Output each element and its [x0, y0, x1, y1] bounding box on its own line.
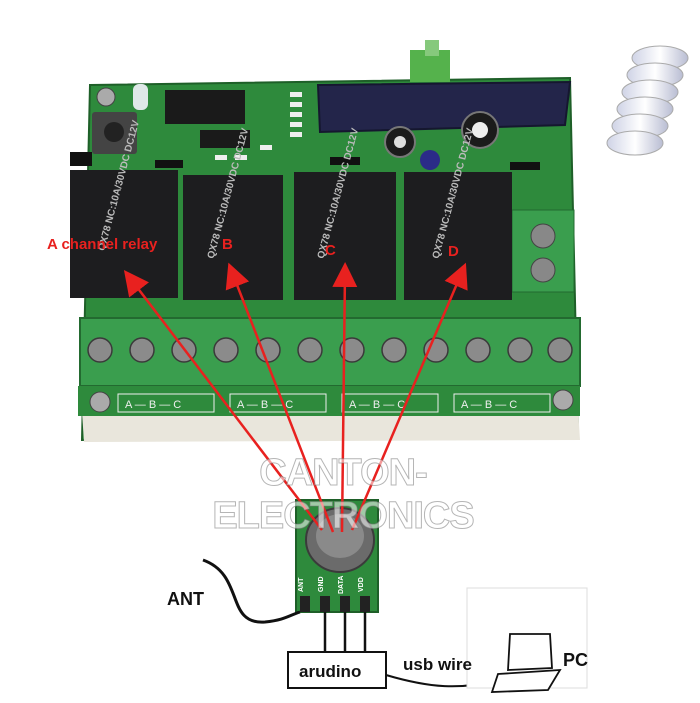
watermark: CANTON-ELECTRONICS [212, 452, 475, 538]
arduino-box [287, 651, 387, 689]
ic-chip-small [200, 130, 250, 148]
antenna-wire [202, 558, 301, 624]
label-channel-c: C [325, 242, 336, 259]
label-pc: PC [563, 650, 589, 670]
signal-arrows [123, 262, 468, 533]
ic-chip [165, 90, 245, 124]
label-channel-d: D [448, 243, 459, 260]
label-ant: ANT [167, 589, 204, 609]
svg-text:DATA: DATA [338, 576, 345, 594]
arrow-a [123, 270, 323, 531]
pin-wires [323, 612, 367, 652]
receiver-module: ANT GND DATA VDD [295, 499, 379, 613]
terminal-group-label: A — B — C [237, 399, 293, 411]
label-channel-a: A channel relay [47, 236, 158, 253]
terminal-group-label: A — B — C [461, 399, 517, 411]
svg-text:VDD: VDD [358, 577, 365, 592]
label-channel-b: B [222, 236, 233, 253]
arrow-c [332, 262, 358, 533]
terminal-strip: A — B — C A — B — C A — B — C A — B — C [78, 87, 581, 416]
svg-text:ANT: ANT [298, 577, 305, 592]
label-arduino: arudino [299, 662, 362, 681]
terminal-group-label: A — B — C [349, 399, 405, 411]
pc-icon [466, 587, 588, 693]
rf-module [316, 80, 572, 134]
arrow-b [225, 262, 335, 533]
label-usb-wire: usb wire [403, 655, 472, 674]
relay-board: QX78 NC:10A/30VDC DC12V QX78 NC:10A/30VD… [70, 40, 689, 442]
svg-text:GND: GND [318, 576, 325, 592]
arrow-d [350, 262, 468, 531]
terminal-group-label: A — B — C [125, 399, 181, 411]
led [133, 84, 148, 110]
jumper [70, 152, 92, 166]
antenna-coil [606, 45, 689, 156]
